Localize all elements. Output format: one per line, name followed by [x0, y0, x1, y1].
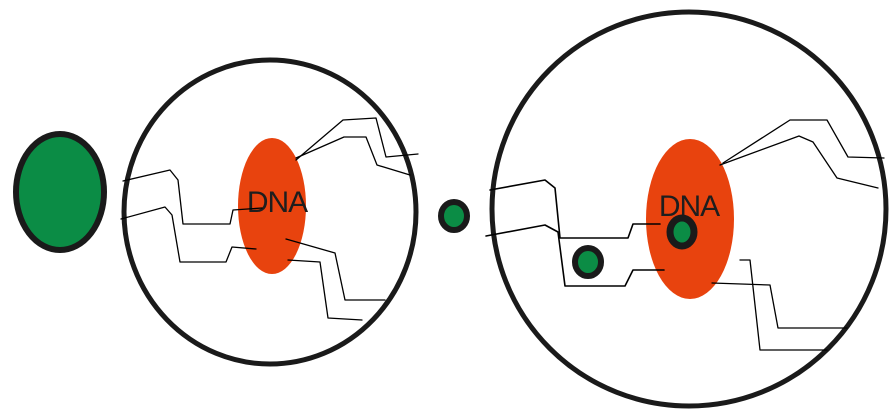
- bound-ligand-receptor: [572, 245, 604, 279]
- receptor-left-lower: [120, 206, 257, 263]
- free-ligand-small: [438, 199, 470, 233]
- cell-right-membrane: [489, 9, 889, 409]
- fiber-left-upper-1: [295, 117, 419, 161]
- fiber-right-lower-1: [711, 282, 848, 329]
- fiber-left-lower-2: [287, 259, 363, 321]
- fiber-left-lower-1: [285, 238, 386, 301]
- receptor-left-upper: [122, 169, 263, 225]
- cell-right: DNA: [485, 9, 889, 409]
- free-ligand-large: [13, 131, 107, 253]
- bound-ligand-nucleus: [666, 214, 698, 250]
- receptor-right-upper: [489, 179, 661, 239]
- fiber-right-lower-2: [739, 259, 828, 351]
- fiber-right-upper-2: [719, 135, 879, 189]
- cell-left-membrane: [121, 57, 419, 367]
- fiber-left-upper-2: [295, 136, 411, 176]
- dna-label-left: DNA: [247, 186, 308, 219]
- receptor-right-lower: [485, 224, 665, 287]
- cell-left: DNA: [120, 57, 419, 367]
- fiber-right-upper-1: [722, 119, 885, 164]
